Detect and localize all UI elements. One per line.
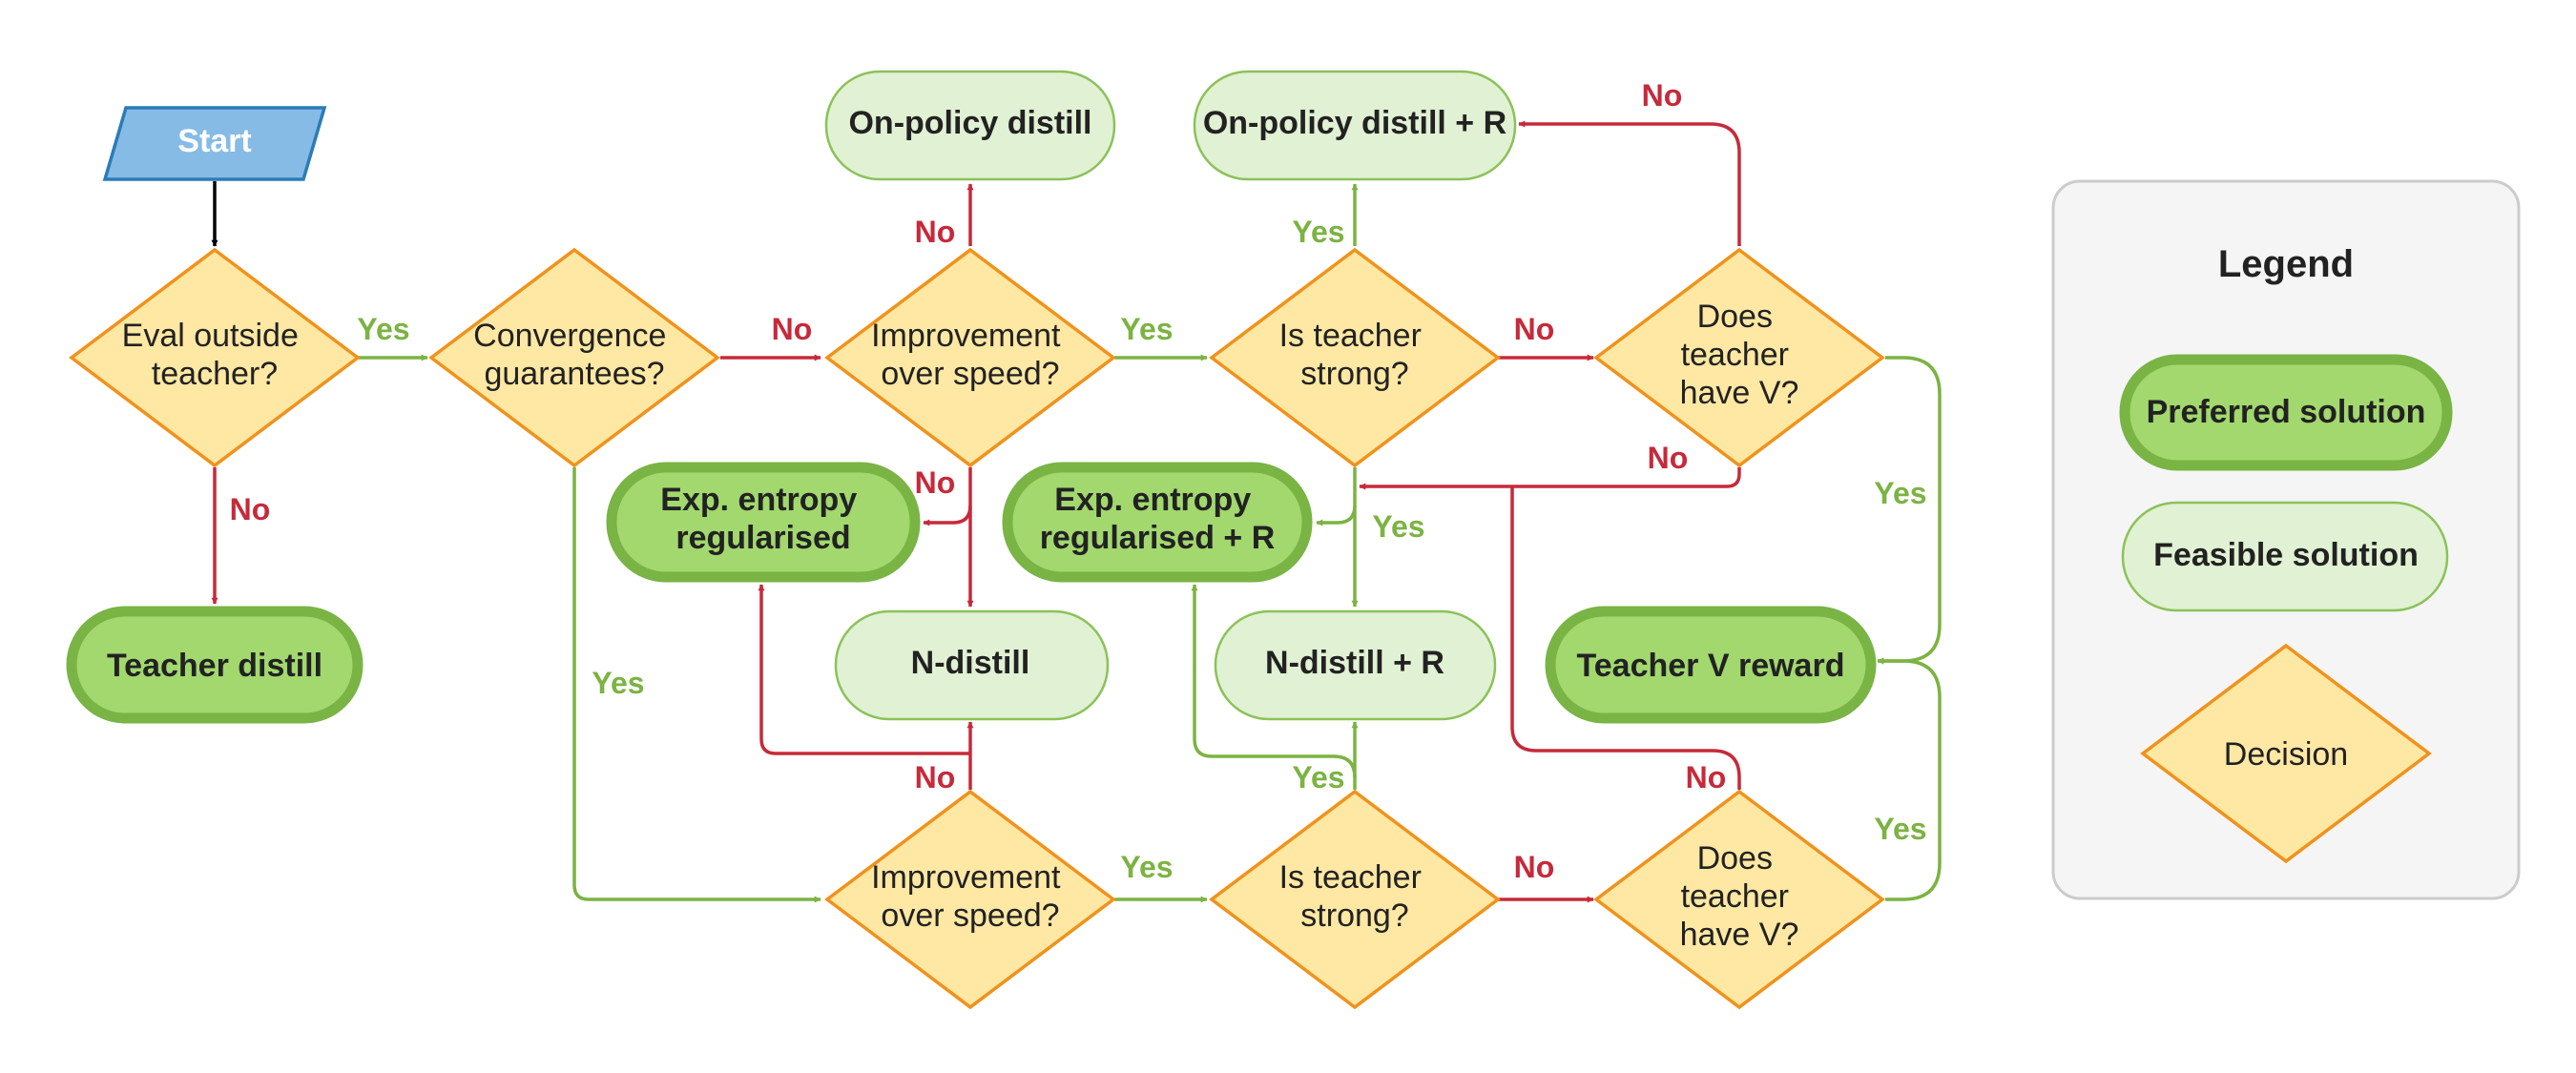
edge-label-no: No (915, 465, 956, 500)
edge-label-no: No (1686, 760, 1727, 794)
start-label: Start (177, 123, 251, 159)
preferred-teacher-distill: Teacher distill (66, 606, 364, 724)
edge-have-v-top-to-n-distill-r (1359, 467, 1741, 490)
preferred-exp-entropy-regularised: Exp. entropy regularised (606, 462, 921, 583)
nodes: Start Eval outside teacher? Convergence … (66, 70, 1885, 1010)
decision-text: teacher? (152, 356, 278, 392)
decision-improvement-over-speed-top: Improvement over speed? (824, 247, 1116, 468)
decision-text: over speed? (881, 898, 1059, 934)
svg-text:Improvement over speed: Improvement over speed? (871, 859, 1070, 934)
decision-does-teacher-have-v-bottom: Does teacher have V? (1593, 789, 1885, 1010)
edge-label-no: No (915, 215, 956, 249)
edge-have-v-top-to-teacher-v-reward (1877, 356, 1942, 665)
decision-text: Is teacher (1279, 859, 1422, 896)
decision-text: Convergence (473, 318, 666, 354)
decision-text: Eval outside (122, 318, 299, 354)
edge-have-v-bottom-to-teacher-v-reward (1877, 657, 1942, 901)
edge-label-yes: Yes (1120, 312, 1173, 346)
preferred-exp-entropy-regularised-r: Exp. entropy regularised + R (1002, 462, 1313, 583)
feasible-n-distill: N-distill (834, 609, 1110, 721)
svg-text:Exp. entropy regularis: Exp. entropy regularised (660, 482, 865, 556)
decision-text: have V? (1680, 917, 1799, 953)
svg-text:Eval outside teacher?: Eval outside teacher? (122, 318, 308, 392)
svg-text:Is teacher strong?: Is teacher strong? (1279, 859, 1431, 934)
svg-text:Convergence guarantees: Convergence guarantees? (473, 318, 675, 392)
legend-decision-label: Decision (2224, 736, 2348, 773)
edges (211, 120, 1942, 903)
legend-feasible-item: Feasible solution (2121, 501, 2449, 612)
solution-label: regularised (675, 520, 850, 556)
decision-improvement-over-speed-bottom: Improvement over speed? (824, 789, 1116, 1010)
legend-preferred-label: Preferred solution (2147, 394, 2426, 430)
feasible-n-distill-r: N-distill + R (1214, 609, 1497, 721)
decision-eval-outside-teacher: Eval outside teacher? (69, 247, 361, 468)
decision-does-teacher-have-v-top: Does teacher have V? (1593, 247, 1885, 468)
edge-improvement-top-to-exp-entropy (923, 505, 972, 526)
edge-convergence-to-improvement-bottom (572, 467, 821, 903)
edge-label-no: No (1642, 78, 1683, 113)
start-node: Start (102, 106, 327, 181)
decision-is-teacher-strong-bottom: Is teacher strong? (1209, 789, 1501, 1010)
decision-text: over speed? (881, 356, 1059, 392)
edge-label-no: No (915, 760, 956, 794)
solution-label: Exp. entropy (1054, 482, 1251, 518)
decision-text: Does (1697, 840, 1773, 877)
svg-text:Improvement over speed: Improvement over speed? (871, 318, 1070, 392)
feasible-on-policy-distill-r: On-policy distill + R (1193, 70, 1517, 181)
edge-label-no: No (1514, 850, 1555, 884)
edge-label-yes: Yes (592, 666, 644, 700)
solution-label: N-distill (911, 645, 1030, 681)
solution-label: Exp. entropy (660, 482, 857, 518)
svg-text:Does teacher h: Does teacher have V? (1680, 299, 1799, 411)
edge-strong-top-to-exp-entropy-r (1316, 505, 1357, 526)
edge-label-no: No (1648, 441, 1689, 475)
svg-text:Exp. entropy regularis: Exp. entropy regularised + R (1040, 482, 1276, 556)
decision-text: Is teacher (1279, 318, 1422, 354)
svg-text:Does teacher h: Does teacher have V? (1680, 840, 1799, 953)
decision-convergence-guarantees: Convergence guarantees? (428, 247, 720, 468)
solution-label: regularised + R (1040, 520, 1276, 556)
edge-label-yes: Yes (1874, 476, 1926, 510)
edge-strong-bottom-to-exp-entropy-r (1191, 584, 1357, 778)
feasible-on-policy-distill: On-policy distill (824, 70, 1116, 181)
edge-label-yes: Yes (357, 312, 409, 346)
decision-text: teacher (1681, 337, 1789, 373)
edge-label-no: No (1514, 312, 1555, 346)
edge-label-yes: Yes (1292, 760, 1344, 794)
decision-text: Improvement (871, 859, 1061, 896)
edge-labels: Yes No No Yes No Yes No Yes No Yes No No… (230, 78, 1927, 884)
solution-label: Teacher V reward (1577, 648, 1845, 684)
edge-label-yes: Yes (1120, 850, 1173, 884)
decision-text: have V? (1680, 375, 1799, 411)
edge-label-yes: Yes (1372, 509, 1424, 544)
edge-label-no: No (230, 492, 271, 526)
edge-label-no: No (772, 312, 813, 346)
decision-text: Improvement (871, 318, 1061, 354)
decision-text: strong? (1300, 356, 1408, 392)
svg-text:Is teacher strong?: Is teacher strong? (1279, 318, 1431, 392)
edge-have-v-bottom-to-n-distill-r (1510, 486, 1741, 790)
legend-preferred-item: Preferred solution (2119, 354, 2453, 471)
solution-label: On-policy distill + R (1203, 105, 1506, 141)
legend: Legend Preferred solution Feasible solut… (2051, 179, 2521, 900)
legend-decision-item: Decision (2140, 643, 2432, 864)
solution-label: Teacher distill (107, 648, 322, 684)
preferred-teacher-v-reward: Teacher V reward (1545, 606, 1877, 724)
solution-label: N-distill + R (1265, 645, 1444, 681)
legend-title: Legend (2218, 243, 2354, 285)
edge-label-yes: Yes (1292, 215, 1344, 249)
decision-text: Does (1697, 299, 1773, 335)
decision-is-teacher-strong-top: Is teacher strong? (1209, 247, 1501, 468)
edge-have-v-top-to-on-policy-r (1518, 120, 1741, 246)
solution-label: On-policy distill (848, 105, 1091, 141)
legend-feasible-label: Feasible solution (2153, 537, 2419, 573)
decision-text: guarantees? (484, 356, 664, 392)
edge-label-yes: Yes (1874, 812, 1926, 846)
decision-text: teacher (1681, 878, 1789, 915)
decision-text: strong? (1300, 898, 1408, 934)
edge-improvement-bottom-to-exp-entropy (758, 584, 970, 755)
